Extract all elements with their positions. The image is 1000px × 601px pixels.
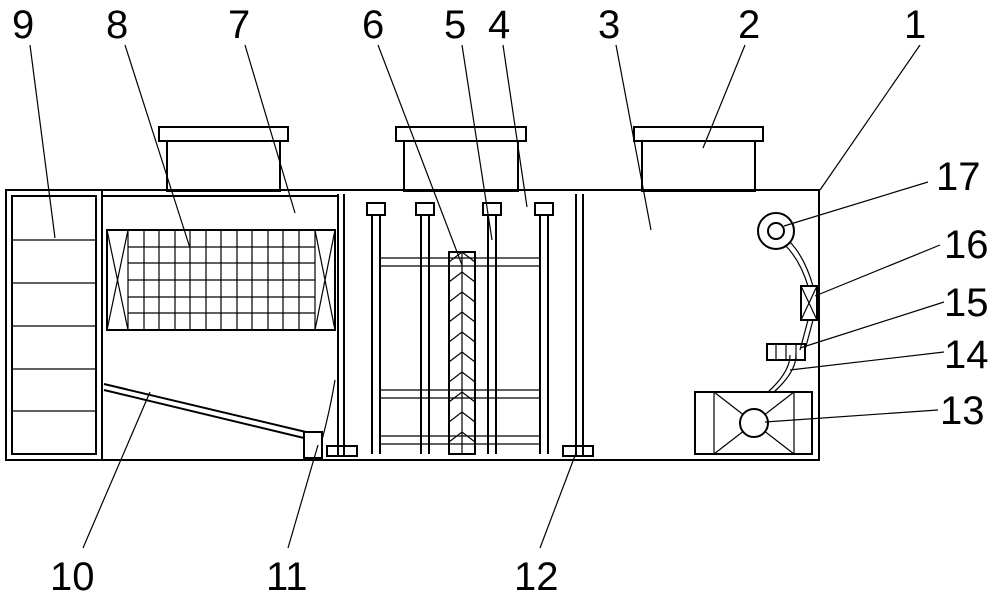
pump-unit [694,391,813,455]
filter-mesh [106,229,336,331]
part-labels: 9 8 7 6 5 4 3 2 1 17 16 15 14 13 10 11 1… [12,3,989,599]
sensor-box [800,285,818,321]
label-15: 15 [944,281,989,325]
middle-chamber [366,202,554,455]
label-17: 17 [936,155,981,199]
label-16: 16 [944,223,989,267]
drain-outlet [303,379,336,459]
left-stacked-unit [5,189,103,461]
sloped-plate [103,383,322,439]
label-14: 14 [944,333,989,377]
gauge [757,212,795,250]
label-11: 11 [266,555,308,599]
label-8: 8 [106,3,128,47]
label-9: 9 [12,3,34,47]
top-port-right [633,126,764,192]
label-5: 5 [444,3,466,47]
label-6: 6 [362,3,384,47]
top-port-left [158,126,289,192]
label-2: 2 [738,3,760,47]
label-10: 10 [50,555,95,599]
label-3: 3 [598,3,620,47]
wall-feet [326,445,594,457]
label-13: 13 [940,389,985,433]
label-12: 12 [514,555,559,599]
leader-lines [29,44,945,549]
label-7: 7 [228,3,250,47]
top-port-middle [395,126,527,192]
valve [766,343,806,361]
label-4: 4 [488,3,510,47]
label-1: 1 [904,3,926,47]
